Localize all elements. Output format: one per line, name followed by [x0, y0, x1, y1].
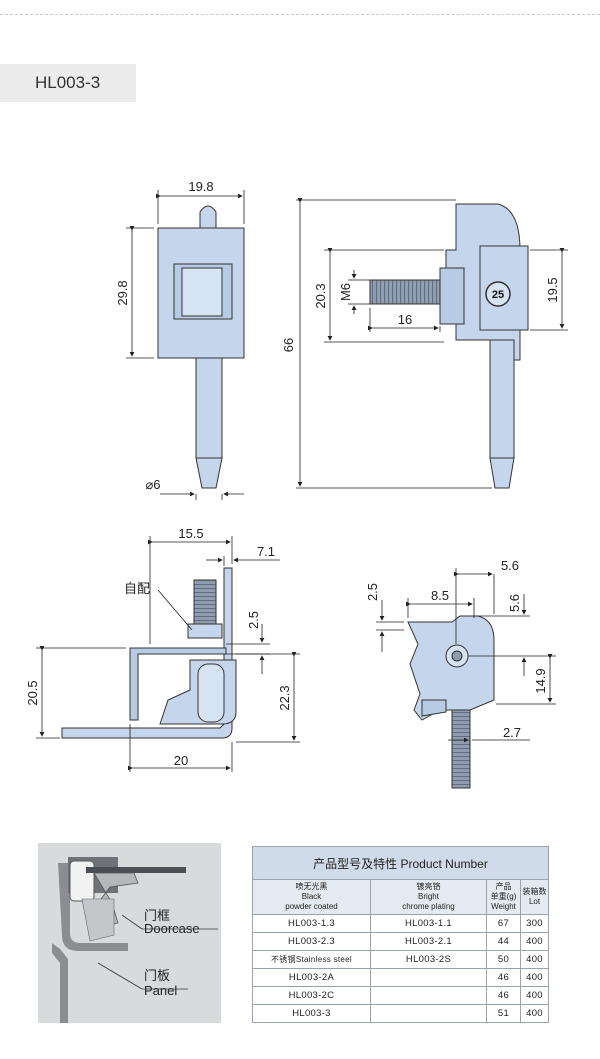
cell-black: HL003-1.3 — [252, 914, 371, 933]
cell-weight: 67 — [486, 914, 521, 933]
col-header-black: 喷无光黑 Black powder coated — [252, 879, 371, 915]
dim-bracket-right-height: 22.3 — [277, 685, 292, 710]
dim-front-height: 29.8 — [115, 280, 130, 305]
cell-weight: 46 — [486, 968, 521, 987]
self-fit-callout: 自配 — [124, 581, 150, 596]
cell-weight: 51 — [486, 1004, 521, 1023]
total-length-dim — [296, 198, 492, 489]
cell-lot: 400 — [520, 932, 549, 951]
cell-lot: 300 — [520, 914, 549, 933]
cell-chrome: HL003-1.1 — [370, 914, 487, 933]
top-detail-view — [407, 615, 495, 789]
cell-black: 不锈钢Stainless steel — [252, 950, 371, 969]
cell-chrome — [370, 968, 487, 987]
col-black-cn: 喷无光黑 — [295, 882, 328, 891]
dim-thread-length: 16 — [398, 312, 412, 327]
dim-bracket-offset: 7.1 — [257, 544, 275, 559]
table-row: HL003-3 51 400 — [252, 1004, 549, 1023]
top-detail-dims — [376, 568, 556, 746]
front-view — [157, 205, 245, 489]
dim-side-right-height: 19.5 — [545, 277, 560, 302]
cell-chrome: HL003-2S — [370, 950, 487, 969]
dim-front-width: 19.8 — [188, 179, 213, 194]
dim-top-height: 14.9 — [533, 668, 548, 693]
dim-top-thread-offset: 2.7 — [503, 725, 521, 740]
installation-diagram: 门框 Doorcase 门板 Panel — [38, 843, 221, 1023]
model-tab: HL003-3 — [0, 64, 136, 102]
col-weight-cn2: 单重(g) — [490, 892, 517, 901]
dim-total-length: 66 — [281, 338, 296, 352]
dim-top-width: 8.5 — [431, 588, 449, 603]
dim-top-offset-v: 5.6 — [507, 594, 522, 612]
col-chrome-en1: Bright — [418, 892, 439, 901]
col-chrome-cn: 镀亮铬 — [416, 882, 441, 891]
table-row: HL003-1.3 HL003-1.1 67 300 — [252, 914, 549, 933]
top-dashed-divider — [0, 14, 600, 15]
doorframe-label-cn: 门框 — [144, 908, 171, 923]
col-black-en1: Black — [301, 892, 322, 901]
col-lot-cn: 装箱数 — [522, 887, 547, 896]
col-header-chrome: 镀亮铬 Bright chrome plating — [370, 879, 487, 915]
dim-bracket-height: 20.5 — [25, 680, 40, 705]
cell-black: HL003-3 — [252, 1004, 371, 1023]
cell-weight: 50 — [486, 950, 521, 969]
cell-lot: 400 — [520, 950, 549, 969]
cell-weight: 46 — [486, 986, 521, 1005]
dim-side-height: 20.3 — [313, 283, 328, 308]
side-view — [369, 203, 529, 489]
cell-lot: 400 — [520, 968, 549, 987]
table-title: 产品型号及特性 Product Number — [252, 846, 549, 880]
installation-illustration — [38, 843, 221, 1023]
col-weight-en: Weight — [491, 902, 516, 911]
bracket-view — [61, 567, 237, 739]
product-number-table: 产品型号及特性 Product Number 喷无光黑 Black powder… — [252, 846, 549, 1023]
col-header-weight: 产品 单重(g) Weight — [486, 879, 521, 915]
col-black-en2: powder coated — [285, 902, 338, 911]
cell-black: HL003-2C — [252, 986, 371, 1005]
table-row: HL003-2A 46 400 — [252, 968, 549, 987]
dial-number: 25 — [492, 289, 504, 301]
technical-drawing: 19.8 29.8 ⌀6 66 25 20.3 M6 16 19.5 — [25, 179, 568, 789]
model-title: HL003-3 — [35, 73, 101, 92]
bracket-dims — [36, 536, 300, 772]
cell-chrome — [370, 986, 487, 1005]
photo-leader-lines — [97, 914, 218, 990]
col-chrome-en2: chrome plating — [402, 902, 455, 911]
col-lot-en: Lot — [528, 897, 541, 906]
dim-top-offset-h: 5.6 — [501, 558, 519, 573]
cell-chrome — [370, 1004, 487, 1023]
side-dims — [324, 248, 568, 343]
front-dims — [126, 190, 245, 500]
panel-label-en: Panel — [144, 983, 178, 998]
dim-bracket-base: 20 — [174, 753, 188, 768]
dim-pin-diameter: ⌀6 — [145, 477, 160, 492]
table-row: HL003-2.3 HL003-2.1 44 400 — [252, 932, 549, 951]
cell-weight: 44 — [486, 932, 521, 951]
dim-thread: M6 — [338, 283, 353, 301]
dim-top-gap: 2.5 — [365, 583, 380, 601]
doorframe-label-en: Doorcase — [144, 921, 200, 936]
dim-bracket-gap: 2.5 — [246, 611, 261, 629]
table-row: HL003-2C 46 400 — [252, 986, 549, 1005]
col-header-lot: 装箱数 Lot — [520, 879, 549, 915]
panel-label-cn: 门板 — [144, 968, 171, 983]
cell-black: HL003-2.3 — [252, 932, 371, 951]
cell-black: HL003-2A — [252, 968, 371, 987]
dim-bracket-width: 15.5 — [178, 526, 203, 541]
cell-chrome: HL003-2.1 — [370, 932, 487, 951]
cell-lot: 400 — [520, 1004, 549, 1023]
col-weight-cn1: 产品 — [495, 882, 512, 891]
cell-lot: 400 — [520, 986, 549, 1005]
table-row: 不锈钢Stainless steel HL003-2S 50 400 — [252, 950, 549, 969]
